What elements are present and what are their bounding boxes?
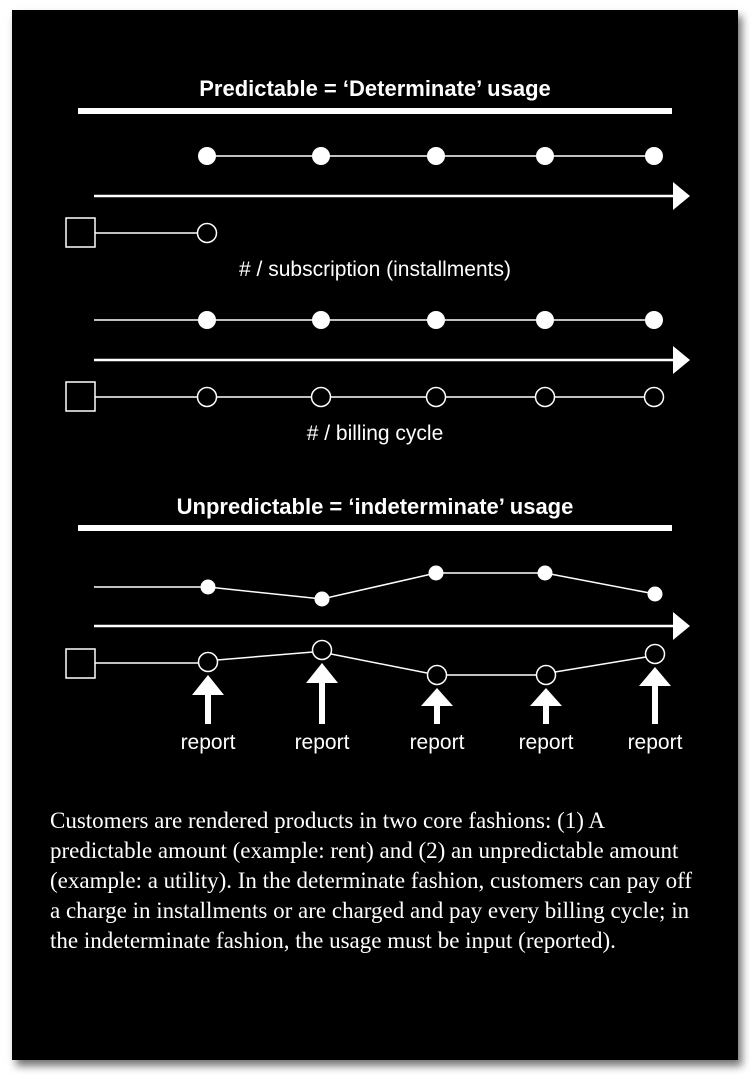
report-label: report: [628, 731, 683, 754]
arrowhead-right-icon: [673, 346, 690, 374]
usage-dot: [428, 565, 444, 581]
charge-dot: [312, 311, 330, 329]
reported-dot: [644, 643, 666, 665]
reported-line: [95, 651, 647, 676]
reported-dot: [535, 664, 557, 686]
predictable-divider: [78, 108, 672, 114]
product-box-2: [65, 381, 96, 412]
arrow-up-icon: [421, 688, 453, 724]
reported-dot: [311, 639, 333, 661]
charge-dot: [645, 147, 663, 165]
charge-dot: [198, 311, 216, 329]
timeline2-label: # / billing cycle: [307, 422, 444, 445]
arrow-up-icon: [306, 663, 338, 724]
predictable-title: Predictable = ‘Determinate’ usage: [199, 76, 551, 101]
unpredictable-divider: [78, 525, 672, 531]
charge-dots-2: [198, 311, 663, 329]
arrowhead-right-icon: [673, 182, 690, 210]
payment-dot: [643, 386, 665, 408]
report-labels: report report report report report: [181, 731, 683, 754]
payment-dot: [425, 386, 447, 408]
report-label: report: [181, 731, 236, 754]
usage-line: [94, 572, 656, 600]
payment-dot: [196, 386, 218, 408]
usage-dot: [647, 586, 663, 602]
reported-dots: [197, 639, 666, 686]
charge-dot: [427, 147, 445, 165]
timeline1-label: # / subscription (installments): [239, 258, 511, 281]
usage-dot: [537, 565, 553, 581]
payment-dot: [196, 222, 218, 244]
charge-dot: [198, 147, 216, 165]
report-label: report: [295, 731, 350, 754]
reported-dot: [197, 651, 219, 673]
payment-dot: [310, 386, 332, 408]
report-arrows: [192, 663, 671, 724]
charge-dot: [645, 311, 663, 329]
payment-dot: [534, 386, 556, 408]
report-label: report: [519, 731, 574, 754]
charge-dot: [536, 147, 554, 165]
product-box-3: [65, 648, 96, 679]
usage-dot: [200, 579, 216, 595]
usage-dots: [200, 565, 663, 607]
unpredictable-title: Unpredictable = ‘indeterminate’ usage: [177, 494, 574, 519]
diagram-panel: [12, 10, 738, 1060]
arrow-up-icon: [639, 667, 671, 724]
reported-dot: [426, 664, 448, 686]
arrow-up-icon: [530, 688, 562, 724]
payment-dots-2: [196, 386, 665, 408]
charge-dots-1: [198, 147, 663, 165]
charge-dot: [536, 311, 554, 329]
charge-dot: [312, 147, 330, 165]
caption-text: Customers are rendered products in two c…: [50, 808, 693, 953]
charge-dot: [427, 311, 445, 329]
arrow-up-icon: [192, 675, 224, 724]
arrowhead-right-icon: [673, 612, 690, 640]
usage-dot: [314, 591, 330, 607]
product-box-1: [65, 217, 96, 248]
report-label: report: [410, 731, 465, 754]
